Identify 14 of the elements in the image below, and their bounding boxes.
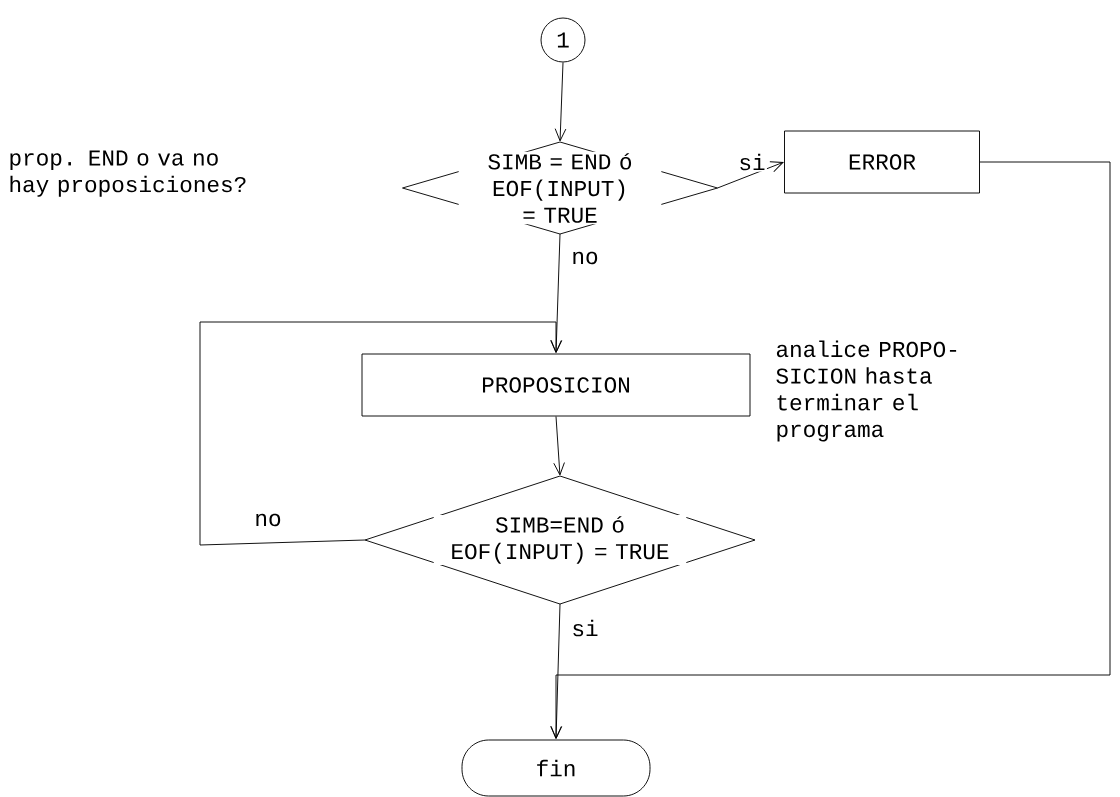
note-text: analice PROPO-SICION hasta terminar el programa: [776, 340, 957, 442]
arrow: [199, 321, 562, 546]
note-text: prop. END o va no hay proposiciones?: [10, 150, 246, 197]
arrow: [554, 62, 567, 142]
arrow: [550, 161, 1111, 739]
edge-label: si: [570, 618, 600, 638]
edge-label: no: [570, 250, 600, 266]
process-box: PROPOSICION: [361, 353, 751, 417]
arrow: [553, 416, 565, 476]
process-box: ERROR: [784, 130, 980, 194]
arrow: [717, 161, 784, 189]
edge-label: no: [253, 512, 283, 528]
terminal-box: fin: [461, 739, 651, 797]
edge-label: si: [737, 152, 767, 172]
